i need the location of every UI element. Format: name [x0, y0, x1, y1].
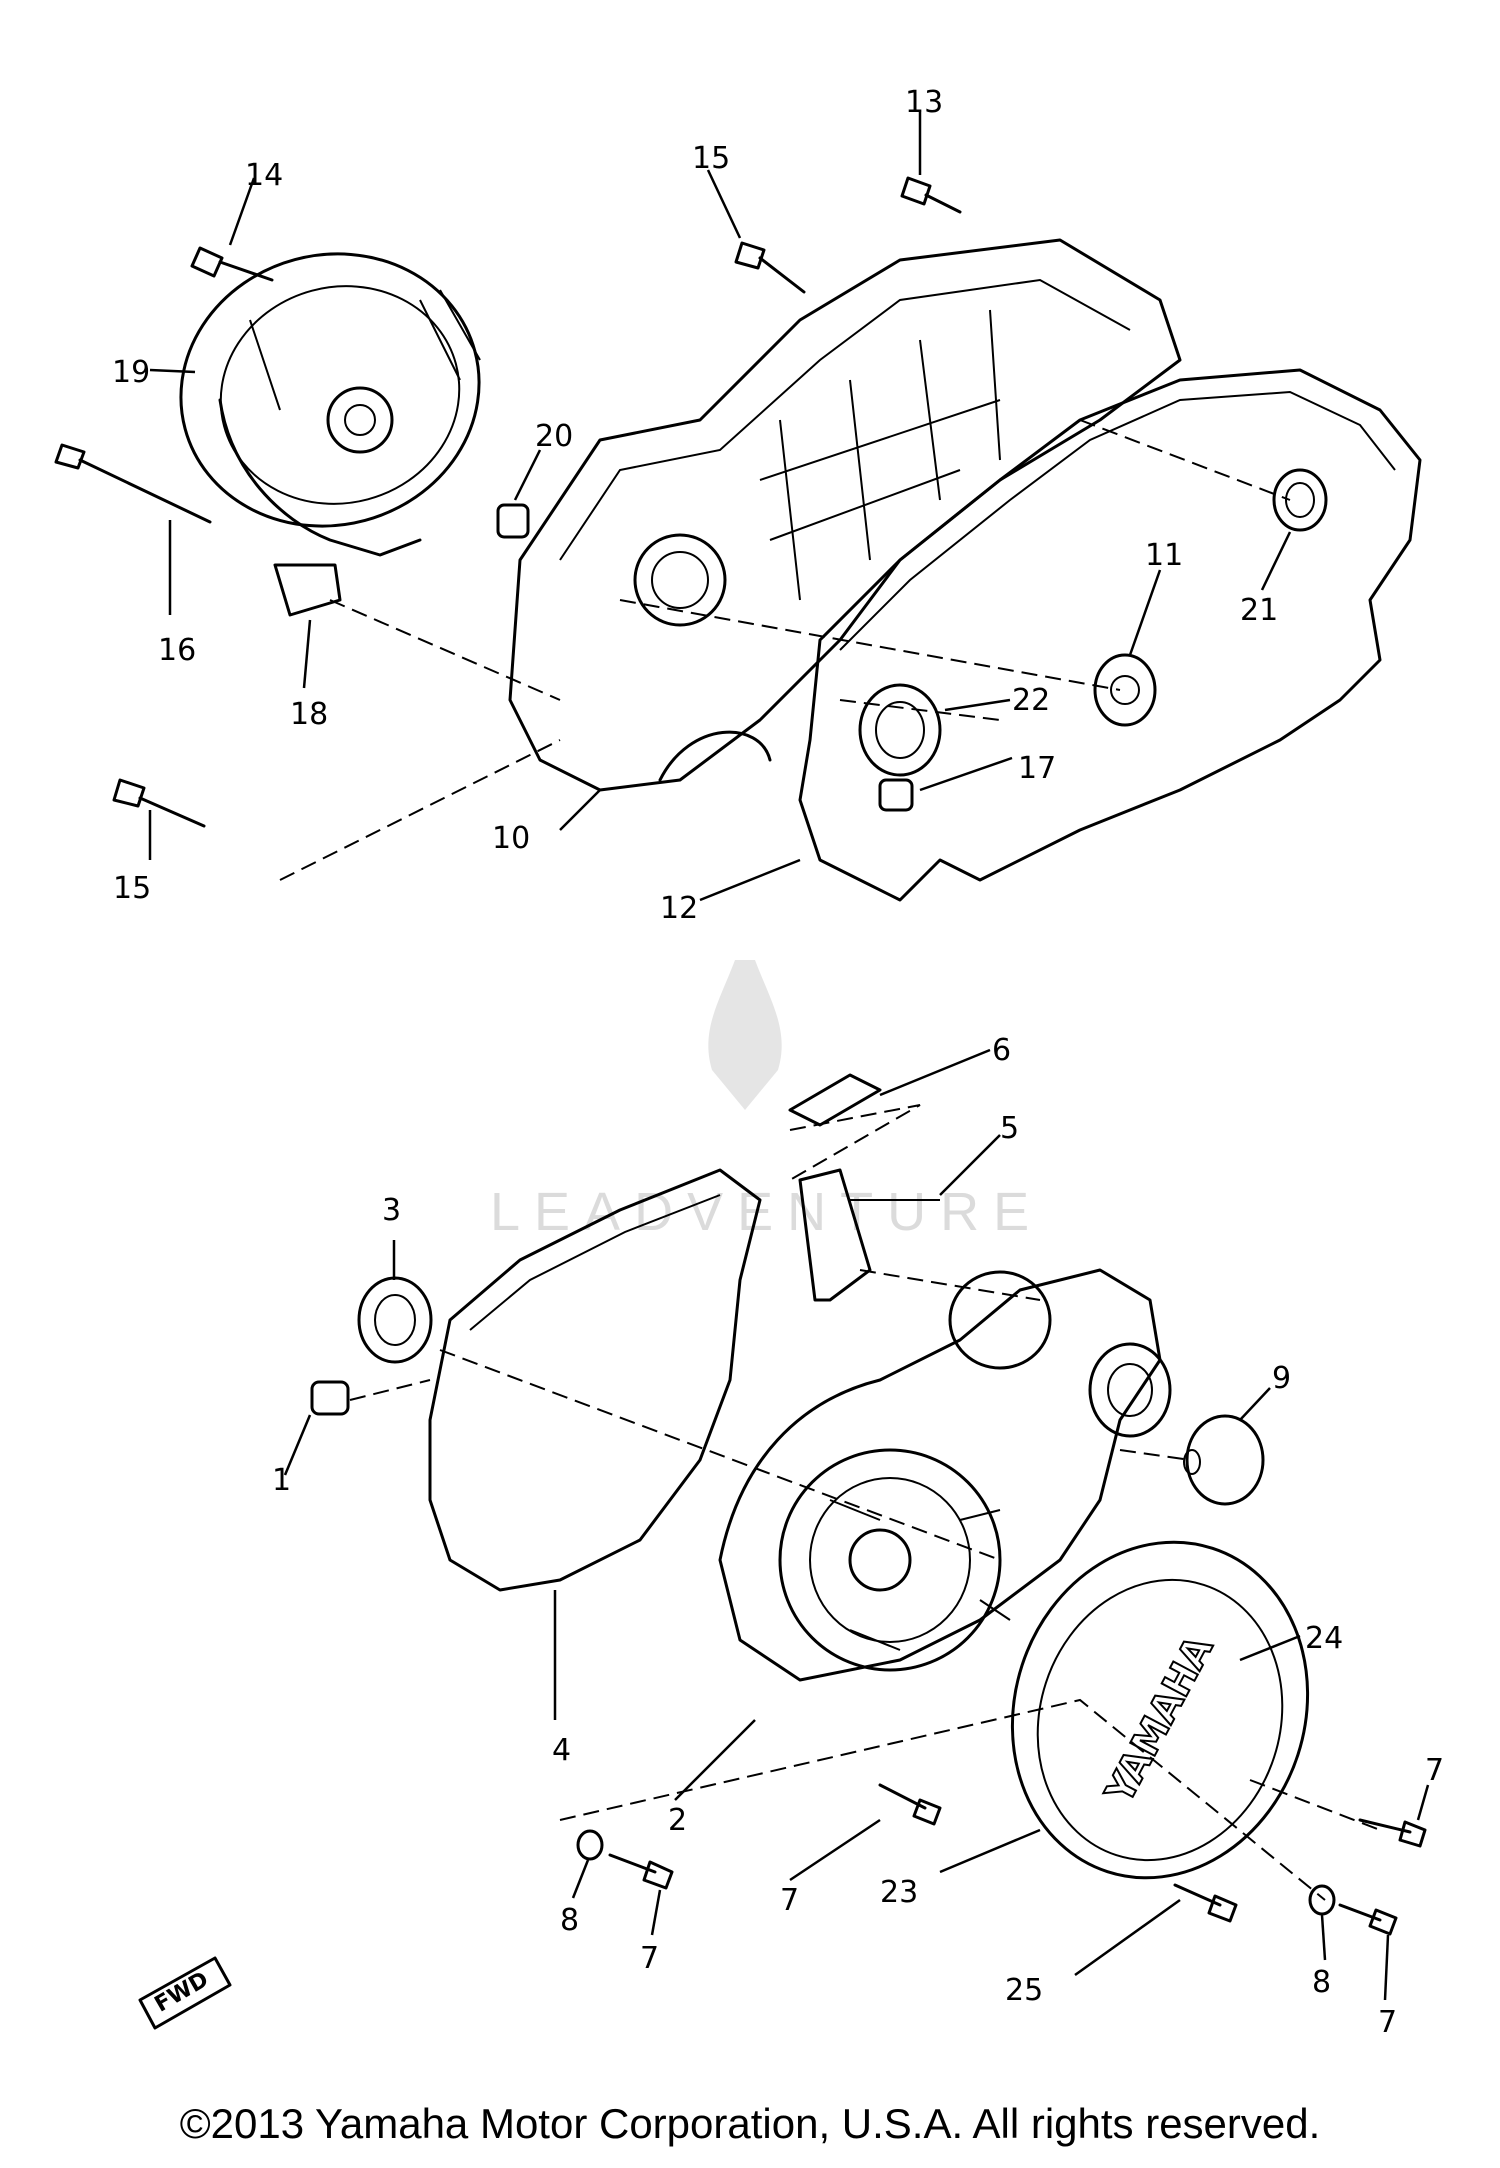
copyright-text: ©2013 Yamaha Motor Corporation, U.S.A. A…: [179, 2100, 1321, 2147]
part-9-plug[interactable]: [1183, 1414, 1265, 1506]
part-12-gasket[interactable]: [798, 368, 1422, 902]
callout-19: 19: [112, 355, 150, 390]
part-21-seal[interactable]: [1272, 468, 1328, 532]
callout-14: 14: [245, 158, 283, 193]
part-13-bolt[interactable]: [900, 176, 962, 214]
part-1-dowel[interactable]: [310, 1380, 350, 1416]
callout-7-bottom-right: 7: [1378, 2005, 1397, 2040]
top-alignment-lines: [279, 419, 1291, 881]
part-4-gasket[interactable]: [428, 1168, 762, 1592]
callout-7-center: 7: [780, 1883, 799, 1918]
bottom-alignment-lines: [349, 1104, 1381, 1901]
callout-4: 4: [552, 1733, 571, 1768]
callout-7-right: 7: [1425, 1753, 1444, 1788]
callout-5: 5: [1000, 1111, 1019, 1146]
part-7-bolt-center[interactable]: [878, 1783, 942, 1826]
part-15-bolt-top[interactable]: [734, 241, 806, 294]
part-8-washer-right[interactable]: [1308, 1884, 1336, 1916]
callout-1: 1: [272, 1463, 291, 1498]
callout-15-top: 15: [692, 141, 730, 176]
callout-2: 2: [668, 1803, 687, 1838]
callout-18: 18: [290, 697, 328, 732]
callout-3: 3: [382, 1193, 401, 1228]
callout-22: 22: [1012, 683, 1050, 718]
part-11-seal[interactable]: [1093, 653, 1157, 727]
callout-20: 20: [535, 419, 573, 454]
part-3-seal[interactable]: [357, 1276, 433, 1364]
callout-12: 12: [660, 891, 698, 926]
part-18-bracket[interactable]: [273, 563, 342, 617]
callout-6: 6: [992, 1033, 1011, 1068]
part-20-dowel[interactable]: [496, 503, 530, 539]
part-17-dowel[interactable]: [878, 778, 914, 812]
part-5-bracket[interactable]: [798, 1168, 940, 1302]
callout-13: 13: [905, 85, 943, 120]
callout-labels: 14 15 13 19 20 16 18 15 10 12 17 22 11 2…: [112, 85, 1444, 2040]
fwd-tag-text: FWD: [151, 1967, 213, 2017]
part-7-bolt-left[interactable]: [608, 1853, 674, 1890]
callout-leaders: [148, 112, 1430, 2001]
part-7-bolt-bottom-right[interactable]: [1338, 1903, 1398, 1936]
callout-7-left: 7: [640, 1941, 659, 1976]
callout-8-right: 8: [1312, 1965, 1331, 2000]
callout-21: 21: [1240, 593, 1278, 628]
part-14-bolt[interactable]: [190, 246, 274, 282]
part-16-bolt[interactable]: [54, 443, 212, 524]
cover-logo: YAMAHA: [1097, 1628, 1222, 1811]
part-6-plate[interactable]: [788, 1073, 882, 1127]
part-2-case-cover[interactable]: [718, 1268, 1172, 1682]
watermark-text: LEADVENTURE: [490, 1182, 1043, 1242]
callout-9: 9: [1272, 1361, 1291, 1396]
callout-10: 10: [492, 821, 530, 856]
watermark: LEADVENTURE: [490, 960, 1043, 1242]
part-25-bolt[interactable]: [1173, 1883, 1238, 1923]
callout-24: 24: [1305, 1621, 1343, 1656]
part-15-bolt-bottom[interactable]: [112, 778, 206, 828]
part-10-crankcase-cover[interactable]: [508, 238, 1182, 792]
callout-11: 11: [1145, 538, 1183, 573]
callout-23: 23: [880, 1875, 918, 1910]
callout-15-bottom: 15: [113, 871, 151, 906]
part-22-seal[interactable]: [858, 683, 942, 777]
part-19-cover[interactable]: [150, 221, 510, 559]
part-24-dress-cover[interactable]: YAMAHA: [970, 1504, 1351, 1917]
callout-16: 16: [158, 633, 196, 668]
callout-8-left: 8: [560, 1903, 579, 1938]
part-7-bolt-right[interactable]: [1358, 1818, 1427, 1848]
callout-17: 17: [1018, 751, 1056, 786]
part-8-washer-left[interactable]: [576, 1829, 604, 1861]
callout-25: 25: [1005, 1973, 1043, 2008]
fwd-tag: FWD: [138, 1956, 232, 2030]
